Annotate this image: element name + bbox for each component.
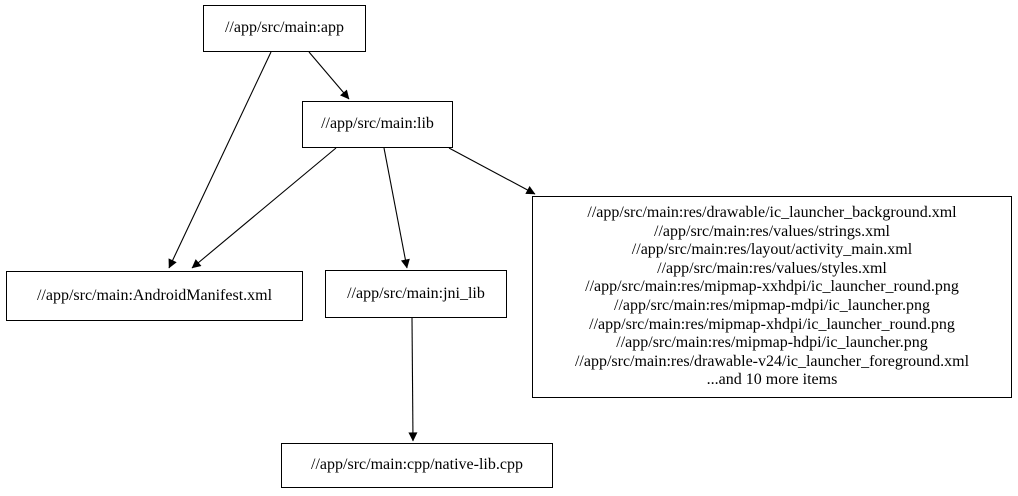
res-group-line: //app/src/main:res/mipmap-xhdpi/ic_launc…	[589, 315, 955, 333]
node-android-manifest: //app/src/main:AndroidManifest.xml	[6, 271, 303, 321]
res-group-line: //app/src/main:res/mipmap-xxhdpi/ic_laun…	[585, 278, 959, 296]
node-native-lib-cpp: //app/src/main:cpp/native-lib.cpp	[281, 443, 553, 488]
res-group-line: //app/src/main:res/drawable/ic_launcher_…	[587, 204, 957, 222]
node-android-manifest-label: //app/src/main:AndroidManifest.xml	[36, 286, 273, 304]
edge-lib-to-manifest	[191, 147, 337, 269]
node-jni-lib: //app/src/main:jni_lib	[325, 270, 507, 318]
edge-jni-lib-to-native-lib	[408, 317, 418, 442]
node-app-label: //app/src/main:app	[224, 19, 345, 37]
node-lib: //app/src/main:lib	[302, 101, 453, 148]
edge-lib-to-jni-lib	[383, 147, 410, 269]
edge-lib-to-res-group	[448, 147, 536, 195]
node-res-file-group: //app/src/main:res/drawable/ic_launcher_…	[532, 196, 1012, 398]
res-group-line: //app/src/main:res/layout/activity_main.…	[631, 241, 913, 259]
res-group-line: //app/src/main:res/mipmap-hdpi/ic_launch…	[616, 334, 928, 352]
res-group-more-items: ...and 10 more items	[706, 371, 838, 389]
node-lib-label: //app/src/main:lib	[321, 115, 434, 133]
res-group-line: //app/src/main:res/mipmap-mdpi/ic_launch…	[614, 297, 930, 314]
node-native-lib-cpp-label: //app/src/main:cpp/native-lib.cpp	[311, 456, 523, 474]
edge-app-to-manifest	[168, 51, 272, 269]
node-app: //app/src/main:app	[203, 5, 366, 52]
res-group-line: //app/src/main:res/values/strings.xml	[654, 222, 890, 240]
res-group-line: //app/src/main:res/values/styles.xml	[657, 259, 887, 277]
node-jni-lib-label: //app/src/main:jni_lib	[347, 284, 485, 302]
edge-app-to-lib	[308, 51, 350, 100]
res-group-line: //app/src/main:res/drawable-v24/ic_launc…	[574, 352, 970, 370]
